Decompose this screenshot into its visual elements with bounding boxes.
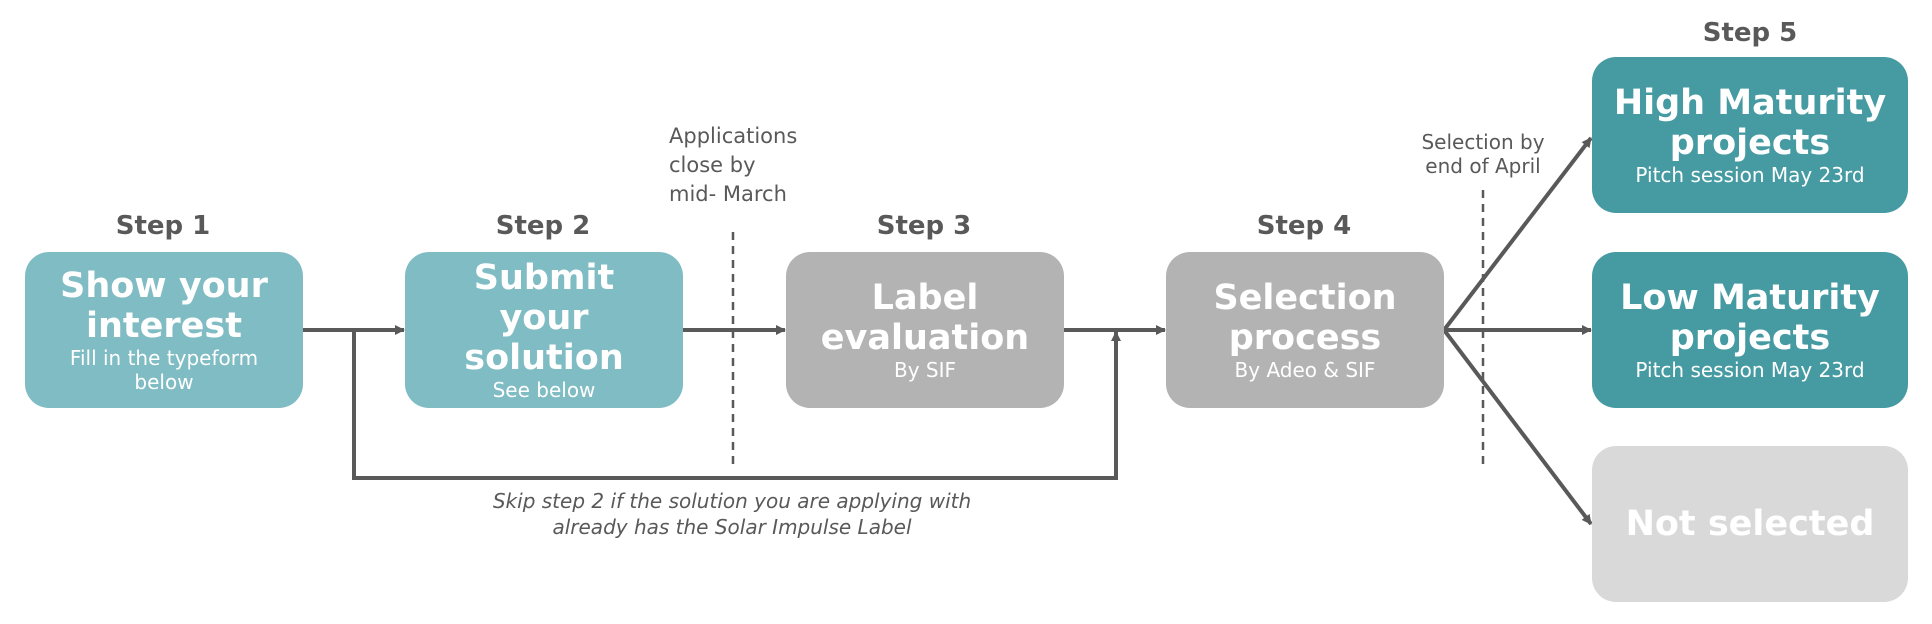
- arrow-to-not-selected: [1442, 328, 1593, 526]
- low-maturity-title: Low Maturity projects: [1620, 278, 1880, 358]
- arrow-to-high-maturity: [1442, 136, 1593, 332]
- show-interest-box: Show your interest Fill in the typeform …: [25, 252, 303, 408]
- submit-solution-title: Submit your solution: [464, 258, 624, 378]
- not-selected-box: Not selected: [1592, 446, 1908, 602]
- high-maturity-title: High Maturity projects: [1613, 83, 1887, 163]
- step-2-label: Step 2: [495, 211, 591, 241]
- applications-close-note: Applications close by mid- March: [669, 124, 798, 206]
- selection-process-box: Selection process By Adeo & SIF: [1166, 252, 1444, 408]
- show-interest-title: Show your interest: [60, 266, 268, 346]
- label-evaluation-title: Label evaluation: [820, 278, 1030, 358]
- high-maturity-box: High Maturity projects Pitch session May…: [1592, 57, 1908, 213]
- submit-solution-subtitle: See below: [492, 378, 596, 402]
- label-evaluation-subtitle: By SIF: [893, 358, 956, 382]
- skip-step-note: Skip step 2 if the solution you are appl…: [492, 489, 972, 539]
- selection-deadline-note: Selection by end of April: [1421, 130, 1545, 178]
- show-interest-subtitle: Fill in the typeform below: [69, 346, 259, 394]
- low-maturity-box: Low Maturity projects Pitch session May …: [1592, 252, 1908, 408]
- selection-process-subtitle: By Adeo & SIF: [1234, 358, 1376, 382]
- step-1-label: Step 1: [115, 211, 211, 241]
- step-4-label: Step 4: [1256, 211, 1352, 241]
- step-5-label: Step 5: [1702, 18, 1798, 48]
- not-selected-title: Not selected: [1625, 504, 1875, 544]
- arrow-skip-step2: [352, 330, 1121, 480]
- low-maturity-subtitle: Pitch session May 23rd: [1635, 358, 1865, 382]
- high-maturity-subtitle: Pitch session May 23rd: [1635, 163, 1865, 187]
- step-3-label: Step 3: [876, 211, 972, 241]
- selection-process-title: Selection process: [1213, 278, 1397, 358]
- label-evaluation-box: Label evaluation By SIF: [786, 252, 1064, 408]
- submit-solution-box: Submit your solution See below: [405, 252, 683, 408]
